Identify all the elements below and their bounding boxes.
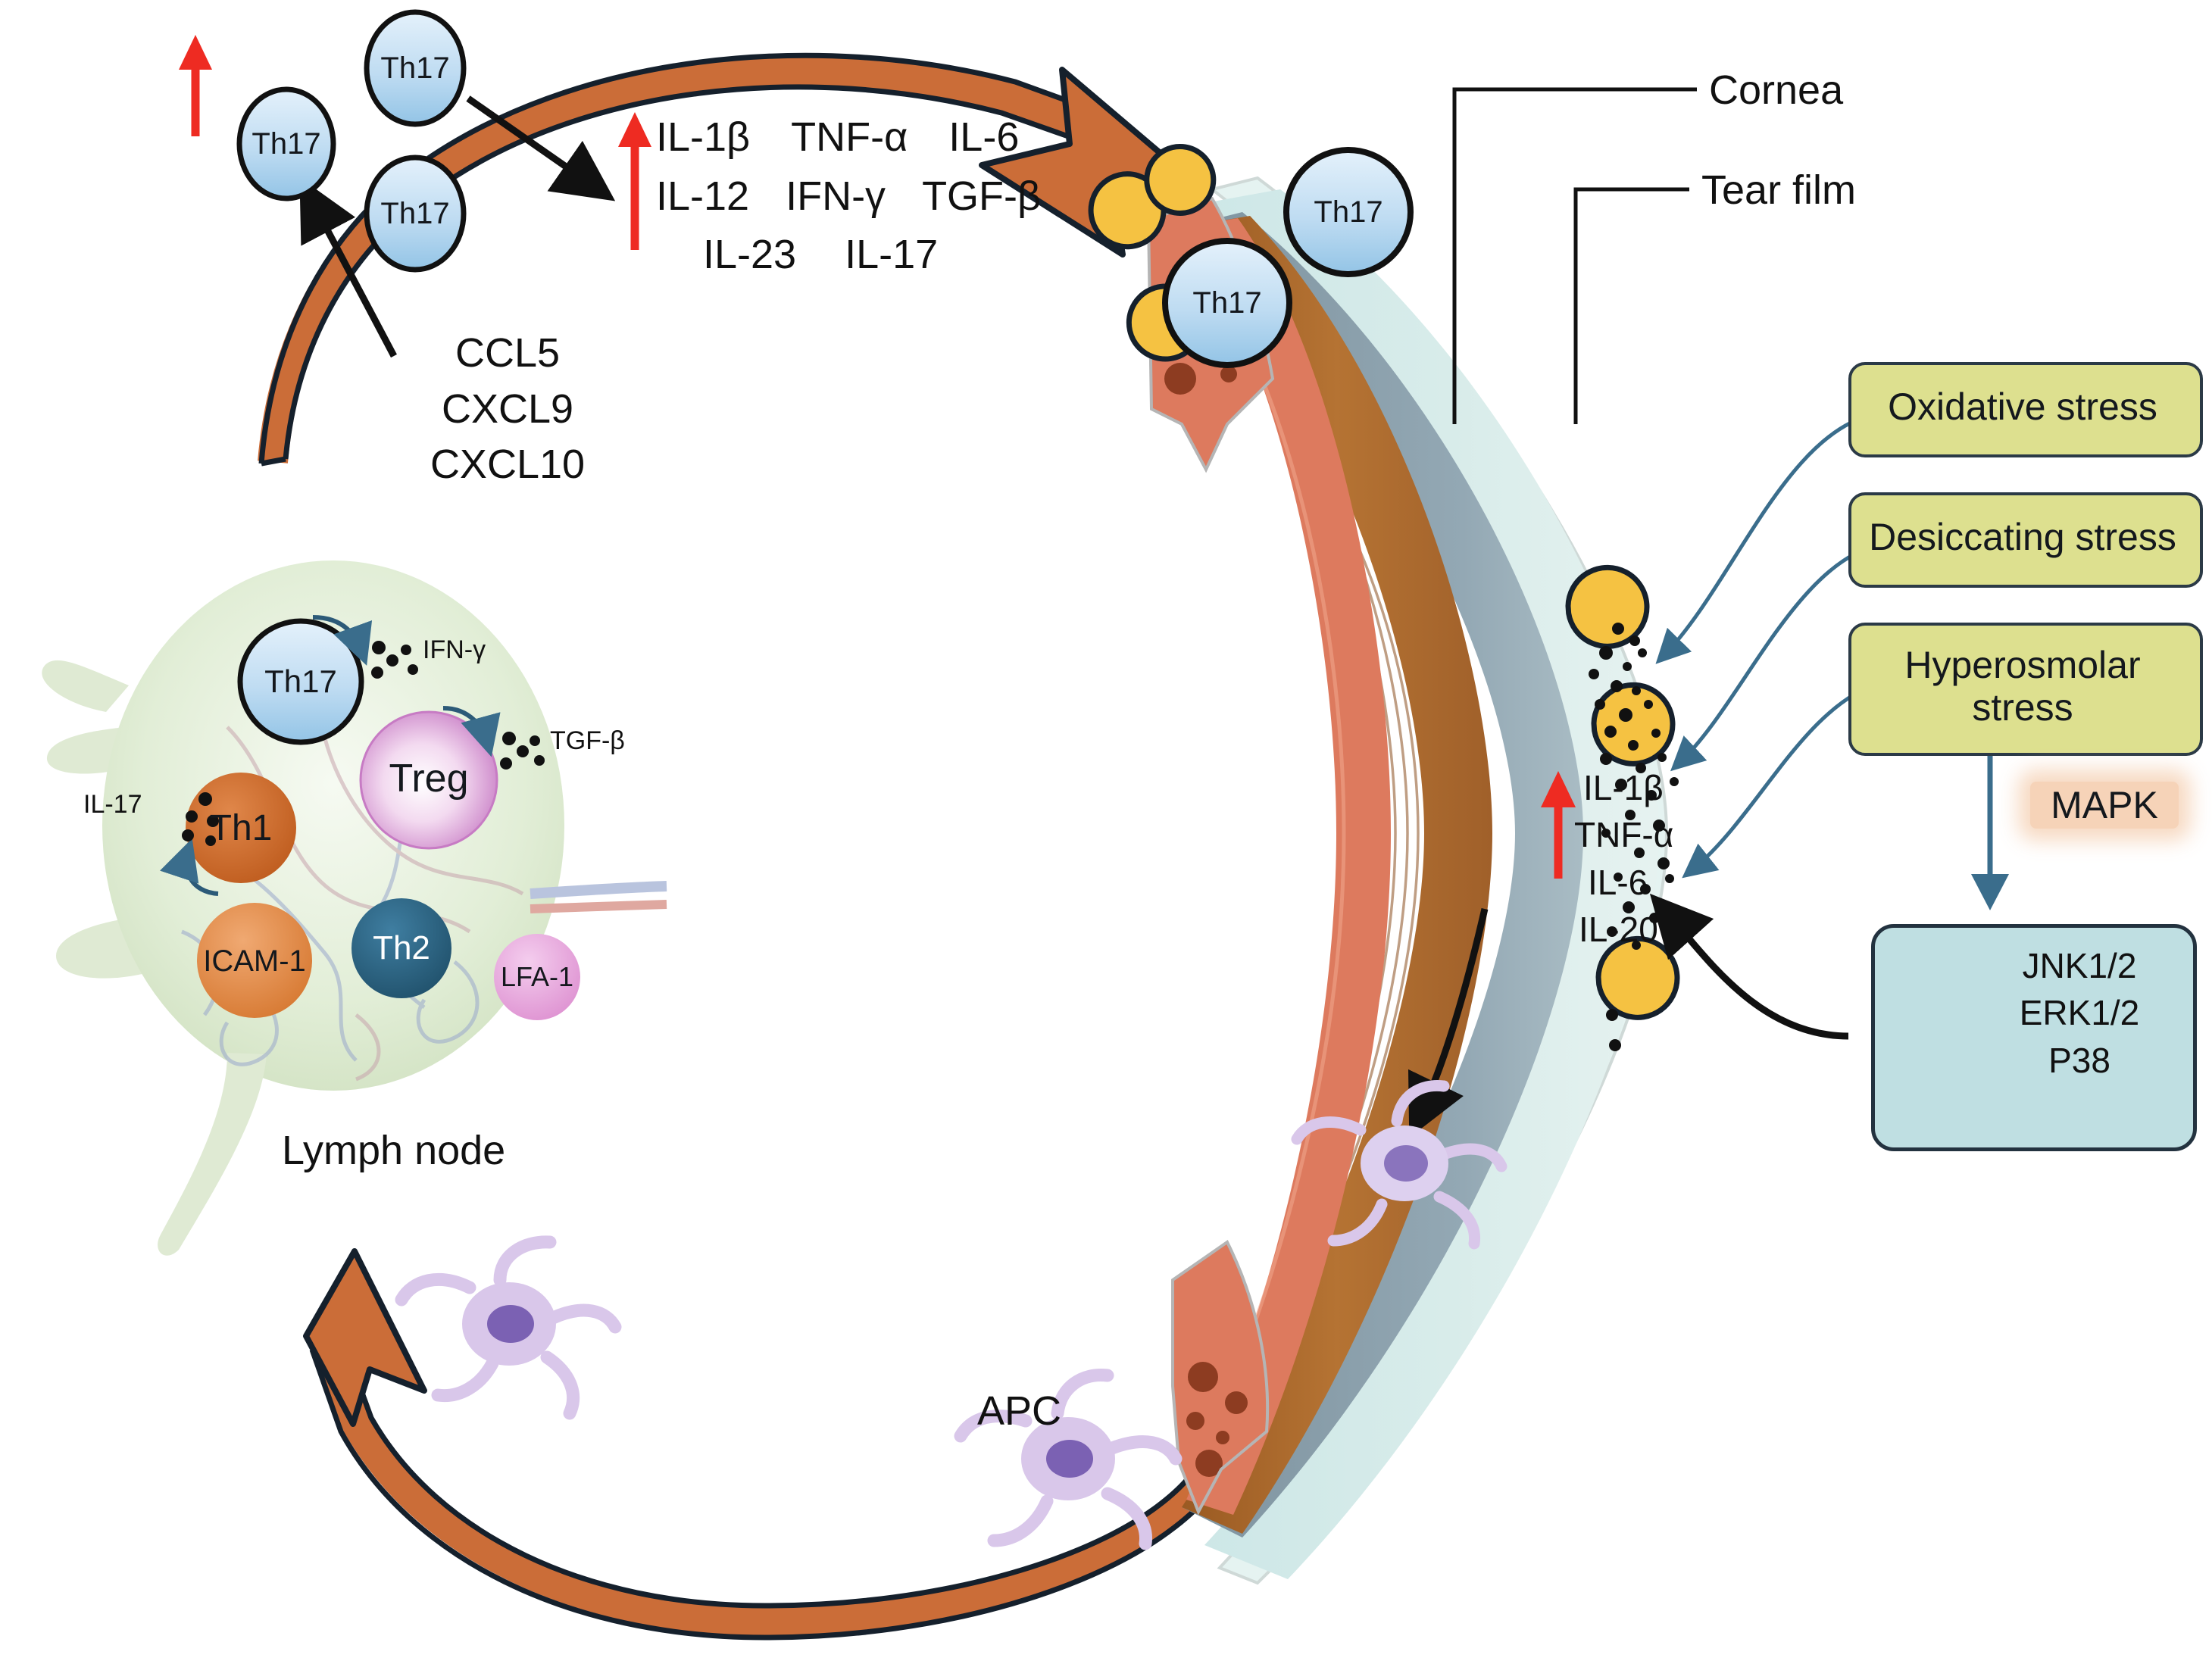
peripheral-th17-group (236, 9, 467, 273)
cytokine-il1b: IL-1β (656, 114, 751, 160)
ocular-th17-group (1162, 147, 1414, 368)
mapk-target-list: JNK1/2 ERK1/2 P38 (1985, 945, 2174, 1081)
secretion-il17-label: IL-17 (83, 790, 142, 819)
apc-dendritic-cell-limbus (954, 1369, 1183, 1550)
leader-lines (1452, 87, 1697, 424)
stress-label-oxidative: Oxidative stress (1888, 386, 2157, 428)
arrow-to-corneal-macrophage (1407, 907, 1489, 1138)
cornea-label: Cornea (1709, 67, 1844, 113)
arrow-stress-to-mapk (1971, 746, 2009, 910)
stress-label-desiccating: Desiccating stress (1869, 516, 2176, 558)
secretion-tgfb-label: TGF-β (550, 726, 625, 755)
arrow-mapk-to-tear-cytokines (1649, 893, 1849, 1040)
chemokine-ccl5: CCL5 (455, 330, 561, 376)
tear-film-leader-line (1573, 187, 1689, 424)
tear-cytokine-dots (1589, 623, 1679, 1051)
black-pointer-arrows (299, 95, 616, 358)
arrow-tgfb-secretion (442, 706, 501, 757)
arrow-th17-to-cytokines (466, 95, 616, 201)
cytokine-il6: IL-6 (948, 114, 1020, 160)
cytokine-tgfb: TGF-β (922, 173, 1042, 219)
chemokine-block: CCL5 CXCL9 CXCL10 (409, 329, 606, 489)
cytokine-tnfa: TNF-α (791, 114, 908, 160)
lymph-node-label: Lymph node (282, 1128, 506, 1173)
tear-cytokine-block: IL-1β TNF-α IL-6 IL-20 (1574, 767, 1673, 950)
arrow-ifng-secretion (312, 615, 373, 666)
stress-box-oxidative[interactable] (1848, 362, 2203, 457)
stress-box-hyperosmolar[interactable] (1848, 623, 2203, 756)
mapk-label: MAPK (2051, 784, 2158, 826)
cytokine-ifng: IFN-γ (786, 173, 886, 219)
lymph-cell-treg (359, 710, 498, 850)
cytokine-il23: IL-23 (703, 232, 797, 278)
red-arrow-th17 (179, 35, 212, 136)
mapk-badge (2030, 782, 2179, 829)
cornea-leader-line (1452, 87, 1697, 424)
chemokine-cxcl9: CXCL9 (441, 386, 574, 432)
mapk-target-p38: P38 (2048, 1040, 2110, 1080)
arrow-chemokines-to-th17 (299, 177, 397, 358)
tear-cytokine-tnfa: TNF-α (1574, 815, 1674, 855)
tear-cytokine-il1b: IL-1β (1583, 768, 1664, 807)
tear-cytokine-il20: IL-20 (1579, 909, 1658, 949)
tear-film-label: Tear film (1701, 167, 1857, 213)
lymph-cell-th1 (186, 773, 296, 883)
stress-label-hyperosmolar: Hyperosmolar stress (1904, 644, 2141, 729)
cytokine-il12: IL-12 (656, 173, 750, 219)
mapk-target-erk: ERK1/2 (2019, 993, 2140, 1033)
cytokine-upregulation-block: IL-1β TNF-α IL-6 IL-12 IFN-γ TGF-β IL-23… (656, 114, 1041, 279)
mapk-target-jnk: JNK1/2 (2022, 946, 2137, 985)
mapk-pathway-box[interactable] (1871, 924, 2197, 1151)
apc-dendritic-cell-lymph (395, 1235, 622, 1420)
cytokine-il17: IL-17 (845, 232, 939, 278)
lymph-cell-lfa1 (494, 934, 580, 1020)
red-arrow-tear-cytokines (1541, 771, 1576, 879)
connector-oxidative (1655, 411, 1884, 664)
lymph-cell-th2 (351, 898, 451, 998)
arrow-il17-secretion (160, 838, 219, 896)
resident-corneal-macrophage (1291, 1079, 1507, 1250)
lymph-cell-icam1 (197, 903, 312, 1018)
stress-box-desiccating[interactable] (1848, 492, 2203, 588)
red-arrow-cytokines (618, 112, 651, 250)
lymph-node-graphic (42, 560, 667, 1256)
apc-label: APC (977, 1388, 1062, 1434)
tear-cytokine-il6: IL-6 (1588, 862, 1648, 902)
lymph-cell-th17 (237, 618, 364, 745)
secretion-ifng-label: IFN-γ (423, 635, 486, 664)
chemokine-cxcl10: CXCL10 (430, 442, 586, 488)
